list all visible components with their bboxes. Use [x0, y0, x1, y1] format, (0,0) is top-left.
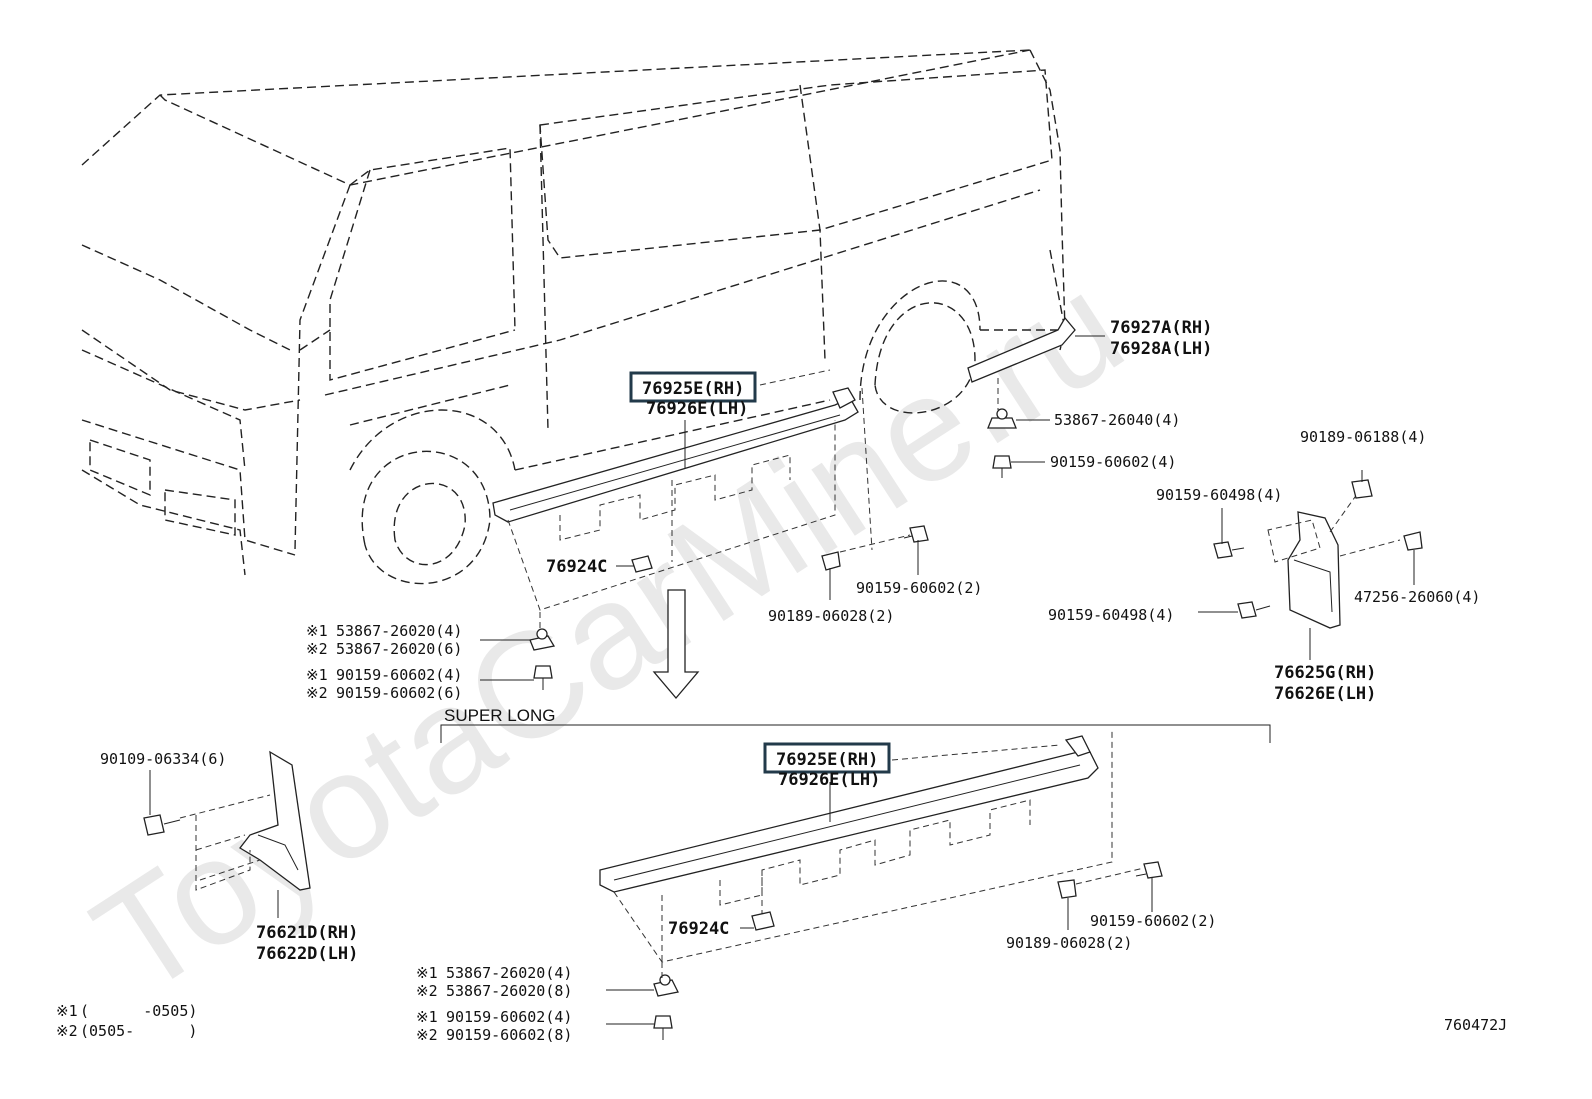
diagram-code: 760472J [1444, 1016, 1507, 1034]
screw-icon [1213, 541, 1233, 559]
screw-icon [1237, 601, 1257, 619]
screw-icon [992, 455, 1012, 469]
screw-90109-06334-label[interactable]: 90109-06334(6) [100, 750, 226, 768]
rear-step-lh-label[interactable]: 76928A(LH) [1110, 339, 1212, 359]
clip-90189-06188-label[interactable]: 90189-06188(4) [1300, 428, 1426, 446]
upper-main-step [492, 387, 873, 611]
footnote-text-1: ( -0505) [80, 1002, 197, 1020]
clip-icon [1403, 531, 1423, 551]
note-mark-2: ※2 [306, 684, 328, 702]
screw-mudguard-lower-label[interactable]: 90159-60498(4) [1048, 606, 1174, 624]
footnote-mark-1: ※1 [56, 1002, 78, 1020]
footnote-mark-2: ※2 [56, 1022, 78, 1040]
arrow-down-icon [652, 589, 700, 700]
clip-icon [1351, 479, 1373, 499]
van-body-outline [81, 49, 1066, 585]
footnote-text-2: (0505- ) [80, 1022, 197, 1040]
screw-mudguard-upper-label[interactable]: 90159-60498(4) [1156, 486, 1282, 504]
clip-icon [751, 911, 775, 931]
upper-step-rh-label[interactable]: 76925E(RH) [642, 379, 744, 399]
note-mark-2: ※2 [416, 982, 438, 1000]
clip-47256-26060-label[interactable]: 47256-26060(4) [1354, 588, 1480, 606]
screw-lower-label[interactable]: 90159-60602(2) [1090, 912, 1216, 930]
highlight-box [763, 742, 891, 774]
upper-step-lh-label[interactable]: 76926E(LH) [646, 399, 748, 419]
upper-fasteners [480, 408, 1050, 690]
note-mark-2: ※2 [306, 640, 328, 658]
clip-icon [631, 555, 653, 573]
note-mark-1: ※1 [416, 1008, 438, 1026]
lower-nut-n1-label[interactable]: 53867-26020(4) [446, 964, 572, 982]
note-mark-1: ※1 [416, 964, 438, 982]
clip-lower-label[interactable]: 90189-06028(2) [1006, 934, 1132, 952]
screw-icon [533, 665, 553, 679]
rear-mudguard-rh-label[interactable]: 76625G(RH) [1274, 663, 1376, 683]
screw-icon [653, 1015, 673, 1029]
lower-step-rh-label[interactable]: 76925E(RH) [776, 750, 878, 770]
rear-mudguard [1198, 470, 1423, 660]
upper-screw-n1-label[interactable]: 90159-60602(4) [336, 666, 462, 684]
lower-step-lh-label[interactable]: 76926E(LH) [778, 770, 880, 790]
note-mark-1: ※1 [306, 666, 328, 684]
screw-upper-rear-label[interactable]: 90159-60602(4) [1050, 453, 1176, 471]
clip-upper-front-label[interactable]: 90189-06028(2) [768, 607, 894, 625]
upper-nut-n1-label[interactable]: 53867-26020(4) [336, 622, 462, 640]
super-long-bracket [440, 724, 1271, 743]
front-mudguard-rh-label[interactable]: 76621D(RH) [256, 923, 358, 943]
clip-icon [1057, 879, 1077, 899]
note-mark-1: ※1 [306, 622, 328, 640]
highlight-box [629, 371, 757, 403]
section-title: SUPER LONG [444, 706, 555, 725]
nut-53867-26040-label[interactable]: 53867-26040(4) [1054, 411, 1180, 429]
nut-icon [996, 408, 1008, 420]
upper-rear-step [967, 316, 1076, 410]
rear-step-rh-label[interactable]: 76927A(RH) [1110, 318, 1212, 338]
screw-icon [909, 525, 929, 543]
front-mudguard-lh-label[interactable]: 76622D(LH) [256, 944, 358, 964]
lower-main-step [599, 728, 1163, 1040]
lower-nut-n2-label[interactable]: 53867-26020(8) [446, 982, 572, 1000]
front-mudguard [143, 750, 311, 918]
clip-76924c-lower-label[interactable]: 76924C [668, 919, 729, 939]
note-mark-2: ※2 [416, 1026, 438, 1044]
rear-mudguard-lh-label[interactable]: 76626E(LH) [1274, 684, 1376, 704]
upper-screw-n2-label[interactable]: 90159-60602(6) [336, 684, 462, 702]
screw-icon [143, 814, 165, 836]
screw-upper-front-label[interactable]: 90159-60602(2) [856, 579, 982, 597]
screw-icon [1143, 861, 1163, 879]
lower-screw-n1-label[interactable]: 90159-60602(4) [446, 1008, 572, 1026]
upper-nut-n2-label[interactable]: 53867-26020(6) [336, 640, 462, 658]
nut-icon [536, 628, 548, 640]
lower-screw-n2-label[interactable]: 90159-60602(8) [446, 1026, 572, 1044]
clip-icon [821, 551, 841, 571]
clip-76924c-upper-label[interactable]: 76924C [546, 557, 607, 577]
